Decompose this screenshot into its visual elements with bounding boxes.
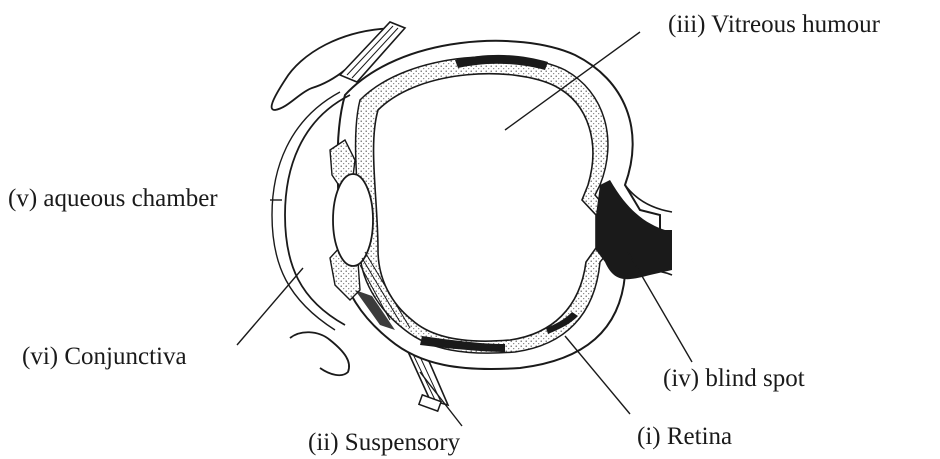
label-suspensory: (ii) Suspensory [308, 430, 460, 455]
label-retina: (i) Retina [637, 424, 732, 449]
label-conjunctiva: (vi) Conjunctiva [22, 344, 187, 369]
leader-retina [565, 336, 630, 414]
lens [333, 174, 373, 266]
lower-eyelid [290, 332, 349, 375]
leader-conjunctiva [237, 268, 303, 345]
vitreous-chamber [374, 74, 596, 341]
label-aqueous-chamber: (v) aqueous chamber [8, 186, 218, 211]
label-blind-spot: (iv) blind spot [663, 366, 805, 391]
label-vitreous-humour: (iii) Vitreous humour [668, 12, 880, 37]
cornea-outer [272, 92, 340, 330]
